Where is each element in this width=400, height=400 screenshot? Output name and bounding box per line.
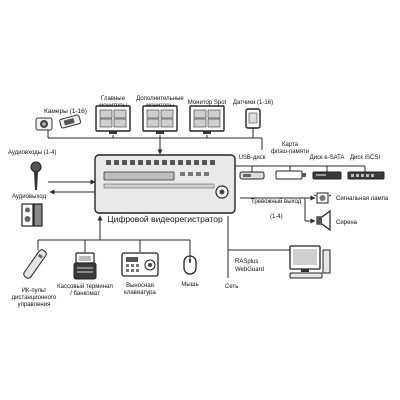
spot-monitor-label: Монитор Spot <box>188 100 227 106</box>
dvr-drive-slot <box>103 183 215 189</box>
audio-out-label: Аудиовыход <box>12 194 47 200</box>
cash-terminal-label: Кассовый терминал/ банкомат <box>57 283 113 297</box>
mouse-label: Мышь <box>181 282 198 288</box>
audio-in-label: Аудиовходы (1-4) <box>8 150 56 156</box>
monitor-icon <box>95 105 131 134</box>
iscsi-disk-label: Диск iSCSI <box>350 155 380 161</box>
connection-lines <box>37 126 366 278</box>
keyboard-icon <box>121 252 159 277</box>
ir-remote-icon <box>23 249 47 279</box>
sensor-icon <box>245 108 261 129</box>
siren-label: Сирена <box>336 220 358 226</box>
network-group: RASplus WebGuard Сеть <box>225 245 331 290</box>
usb-disk-label: USB-диск <box>239 155 266 161</box>
signal-lamp-label: Сигнальная лампа <box>336 196 389 202</box>
cameras-group: Камеры (1-16) <box>35 108 87 131</box>
audio-out-group: Аудиовыход <box>12 194 47 227</box>
esata-disk-label: Диск e-SATA <box>310 155 345 161</box>
esata-disk-group: Диск e-SATA <box>310 155 345 180</box>
usb-camera-icon <box>59 114 82 129</box>
usb-disk-group: USB-диск <box>239 155 266 180</box>
main-monitors-group: Главныемониторы <box>95 96 131 134</box>
cameras-label: Камеры (1-16) <box>44 108 87 115</box>
monitor-icon <box>189 105 225 134</box>
mouse-group: Мышь <box>181 255 199 288</box>
alarm-out-label: Тревожный выход <box>251 198 302 205</box>
camera-icon <box>35 117 53 131</box>
computer-icon <box>289 245 331 279</box>
rasplus-label: RASplus <box>235 259 258 265</box>
esata-disk-icon <box>312 171 342 180</box>
speaker-icon <box>21 203 43 227</box>
audio-in-group: Аудиовходы (1-4) <box>8 150 56 190</box>
alarm-out-group: Тревожный выход (1-4) <box>251 198 302 220</box>
cash-terminal-icon <box>73 252 97 280</box>
siren-group: Сирена <box>316 209 358 232</box>
dvr-unit: Цифровой видеорегистратор <box>94 154 236 224</box>
alarm-range-label: (1-4) <box>270 214 283 220</box>
iscsi-disk-group: Диск iSCSI <box>347 155 385 180</box>
dvr-display <box>103 171 175 181</box>
usb-disk-icon <box>239 171 265 180</box>
sensors-label: Датчики (1-16) <box>233 100 273 106</box>
dvr-small-keys <box>180 172 209 176</box>
dvr-button-row <box>106 160 215 165</box>
microphone-icon <box>30 161 42 190</box>
extra-monitors-group: Дополнительныемониторы <box>136 96 184 134</box>
dvr-jog-dial <box>215 185 229 199</box>
mouse-icon <box>183 255 197 275</box>
signal-lamp-icon <box>313 192 332 204</box>
signal-lamp-group: Сигнальная лампа <box>313 192 389 204</box>
webguard-label: WebGuard <box>235 267 264 273</box>
monitor-icon <box>142 105 178 134</box>
network-label: Сеть <box>225 284 238 290</box>
dvr-title: Цифровой видеорегистратор <box>107 214 223 224</box>
siren-icon <box>316 209 331 232</box>
cash-terminal-group: Кассовый терминал/ банкомат <box>57 252 113 297</box>
spot-monitor-group: Монитор Spot <box>188 100 227 134</box>
iscsi-disk-icon <box>347 171 385 180</box>
flash-card-icon <box>275 170 306 180</box>
sensors-group: Датчики (1-16) <box>233 100 273 129</box>
